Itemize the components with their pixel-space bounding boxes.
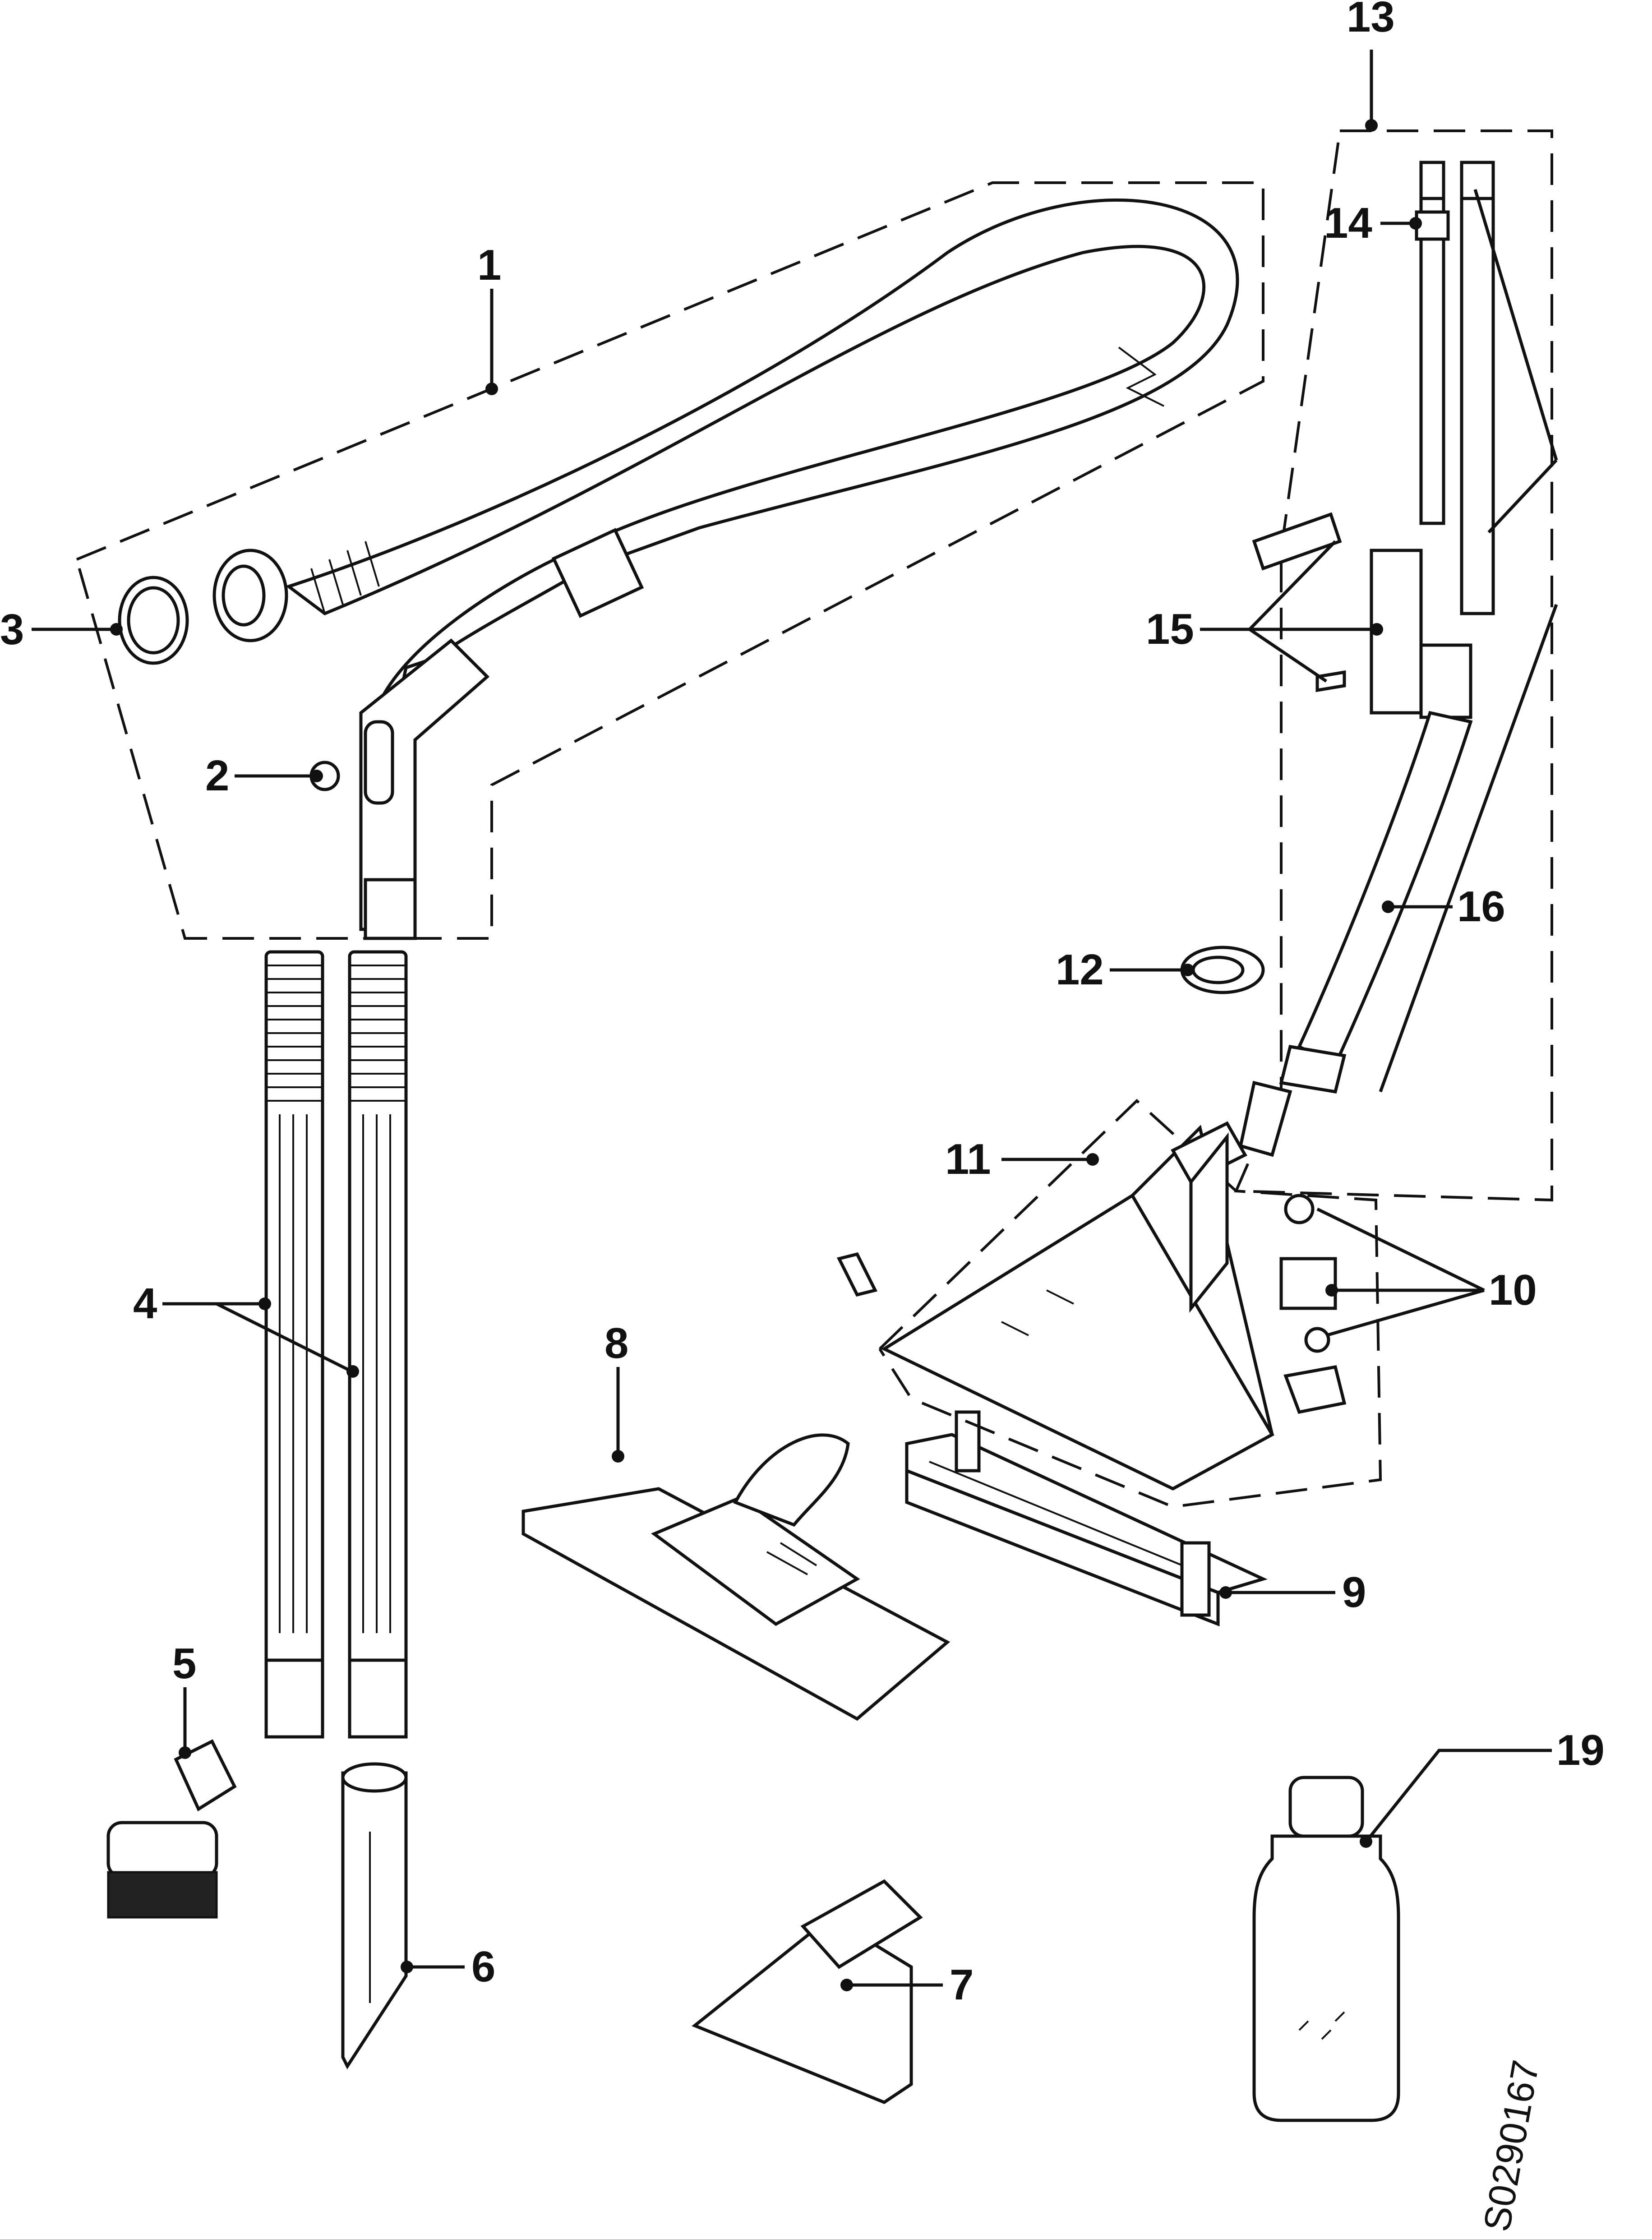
label-part-7: 7	[950, 1961, 974, 2009]
floor-tool-neck	[733, 1433, 850, 1527]
nozzle-detail	[1001, 1289, 1074, 1336]
spray-tube-tip	[1419, 161, 1445, 200]
squeegee-top	[905, 1433, 1268, 1594]
upholstery-nozzle-group	[836, 1099, 1382, 1509]
hose-cuff-ribs	[310, 541, 380, 614]
o-ring-inner	[127, 586, 180, 655]
wand-right	[348, 950, 408, 1739]
wand-coupler	[1279, 1045, 1347, 1094]
hose-sleeve	[551, 528, 644, 618]
fitting-tip	[1283, 1365, 1347, 1414]
squeegee-groove	[929, 1461, 1205, 1575]
squeegee-insert	[905, 1410, 1268, 1627]
label-part-8: 8	[605, 1319, 628, 1367]
fitting-top	[1284, 1194, 1315, 1224]
label-part-15: 15	[1146, 605, 1194, 653]
fitting-ring	[1304, 1327, 1330, 1353]
label-part-12: 12	[1056, 946, 1104, 994]
handle-slide-button	[364, 720, 394, 805]
upholstery-head	[692, 1915, 913, 2104]
label-part-2: 2	[205, 752, 229, 800]
crevice-tool	[341, 1762, 408, 2070]
wand-left-ribs	[266, 965, 323, 1102]
drawing-id: S0290167	[1475, 2057, 1547, 2235]
spray-valve	[1415, 210, 1450, 241]
label-part-9: 9	[1342, 1568, 1366, 1616]
squeegee-side	[905, 1468, 1220, 1627]
floor-tool	[521, 1433, 951, 1721]
floor-tool-swivel	[651, 1496, 860, 1626]
nozzle-screw	[836, 1252, 878, 1297]
nozzle-neck-tube	[1189, 1132, 1229, 1313]
hose-handle	[359, 638, 490, 931]
squeegee-clip	[1180, 1541, 1211, 1617]
wand-flutes	[279, 1114, 391, 1633]
label-part-19: 19	[1556, 1726, 1605, 1774]
brush-body	[106, 1821, 218, 1879]
upholstery-tool	[692, 1879, 923, 2104]
label-part-5: 5	[172, 1639, 196, 1688]
label-part-10: 10	[1489, 1266, 1537, 1314]
label-part-6: 6	[471, 1943, 495, 1991]
group-1-boundary	[75, 181, 1264, 940]
label-part-14: 14	[1324, 199, 1372, 247]
spray-wand-group	[1234, 129, 1553, 1202]
group-13-boundary	[1234, 129, 1553, 1202]
hose-connector-inner	[221, 564, 266, 627]
hose-clip-hole	[1191, 956, 1245, 984]
label-part-1: 1	[477, 241, 501, 289]
brush-bristles	[107, 1871, 218, 1919]
wand-clip	[1419, 643, 1472, 719]
bottle-label-mark	[1298, 2011, 1345, 2040]
wand-right-ribs	[350, 965, 406, 1102]
crevice-body	[341, 1771, 408, 2070]
floor-tool-detail	[766, 1542, 817, 1575]
label-part-4: 4	[133, 1279, 157, 1328]
wand-left-end	[264, 1658, 324, 1739]
fitting-valve	[1279, 1257, 1337, 1310]
label-part-11: 11	[945, 1135, 991, 1183]
wand-connector	[1238, 1080, 1292, 1157]
crevice-opening	[341, 1762, 408, 1793]
hose-assembly-group	[75, 181, 1264, 940]
trigger-pin	[1315, 670, 1346, 692]
upholstery-neck	[800, 1879, 923, 1969]
flexible-hose	[285, 199, 1239, 736]
label-part-13: 13	[1347, 0, 1395, 41]
callout-leaders	[32, 50, 1558, 1991]
label-part-16: 16	[1457, 882, 1505, 931]
group-11-boundary	[878, 1099, 1382, 1509]
brush-neck	[174, 1739, 237, 1812]
floor-tool-base	[521, 1487, 951, 1721]
extension-wands	[264, 950, 408, 1739]
label-part-3: 3	[0, 605, 24, 654]
wand-right-end	[348, 1658, 408, 1739]
handle-end-cuff	[364, 878, 417, 940]
bottle-body	[1252, 1834, 1400, 2122]
trigger-lever	[1252, 512, 1342, 571]
hose-break-mark	[1118, 346, 1164, 407]
spray-fittings	[1279, 1194, 1347, 1414]
bottle-cap	[1288, 1776, 1364, 1838]
shampoo-bottle	[1252, 1776, 1400, 2122]
dusting-brush	[106, 1739, 237, 1919]
curved-wand	[1297, 711, 1473, 1067]
